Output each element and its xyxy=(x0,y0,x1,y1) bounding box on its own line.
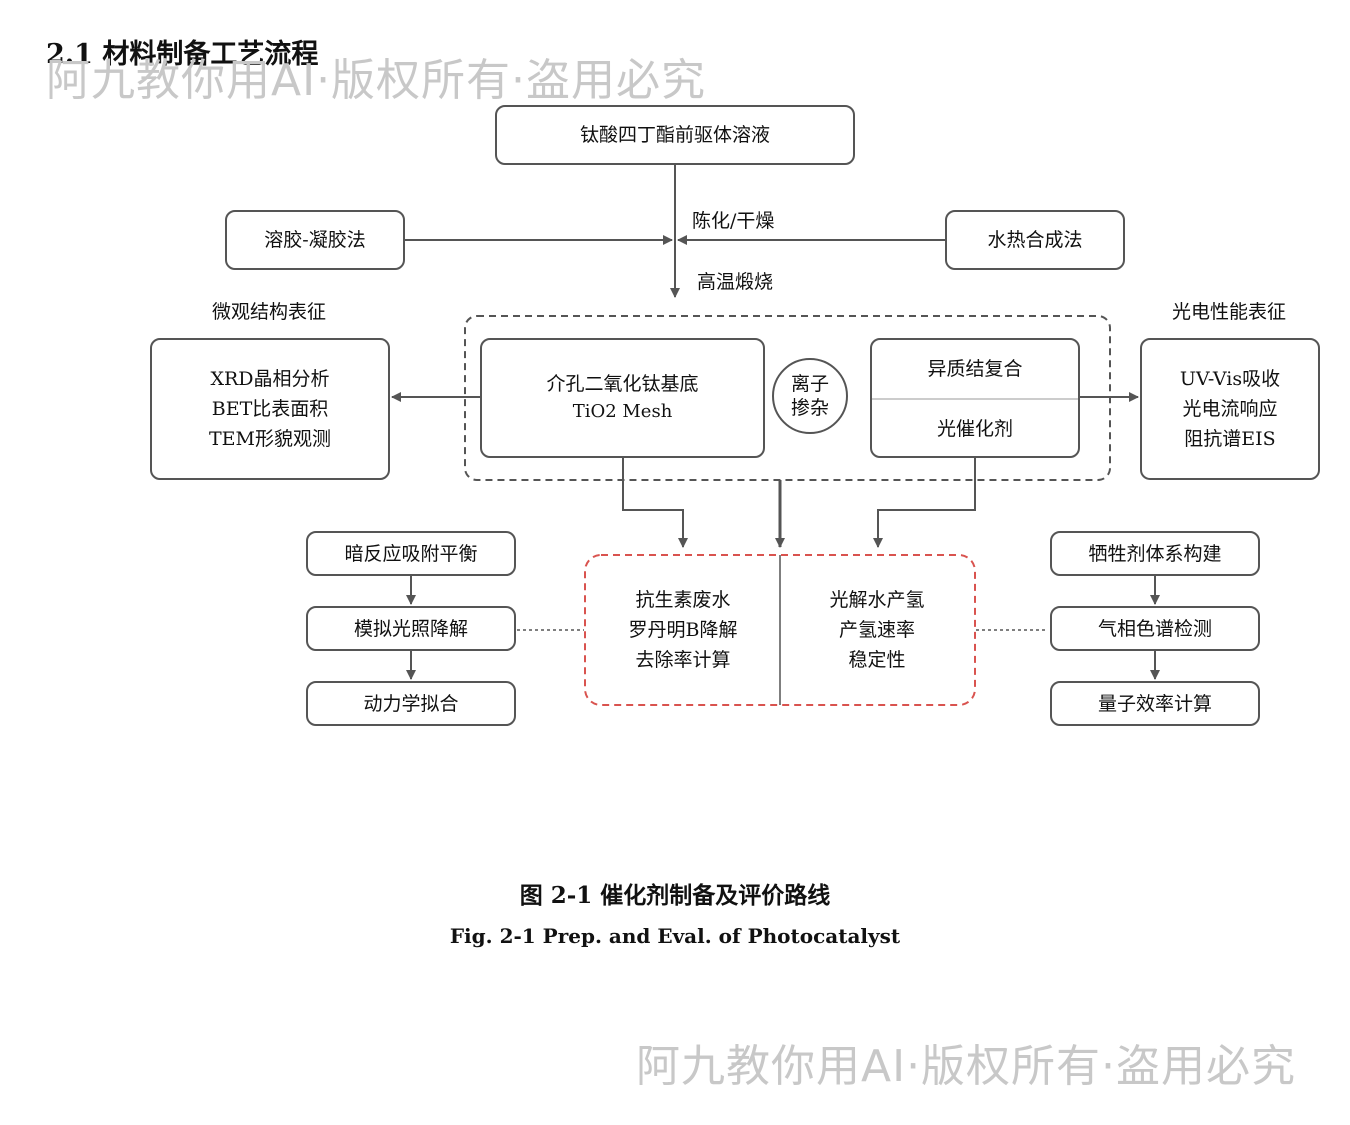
degrade-step-box: 模拟光照降解 xyxy=(306,606,516,651)
h2-step-label: 量子效率计算 xyxy=(1097,692,1212,715)
optoelec-characterization-box: UV-Vis吸收 光电流响应 阻抗谱EIS xyxy=(1140,338,1320,480)
hetero-divider xyxy=(872,398,1078,400)
hetero-bottom-label: 光催化剂 xyxy=(936,418,1013,440)
h2-step-box: 量子效率计算 xyxy=(1050,681,1260,726)
figure-caption-en: Fig. 2-1 Prep. and Eval. of Photocatalys… xyxy=(449,924,901,948)
degrade-center-item: 去除率计算 xyxy=(635,649,731,671)
figure-caption-cn: 图 2-1 催化剂制备及评价路线 xyxy=(519,882,831,909)
optoelec-item: 光电流响应 xyxy=(1182,398,1278,420)
heterojunction-box: 异质结复合 光催化剂 xyxy=(870,338,1080,458)
degrade-step-box: 暗反应吸附平衡 xyxy=(306,531,516,576)
optoelec-item: 阻抗谱EIS xyxy=(1184,428,1276,450)
doping-label-1: 离子 xyxy=(790,373,829,395)
h2-center-item: 光解水产氢 xyxy=(829,589,925,611)
h2-step-label: 牺牲剂体系构建 xyxy=(1088,542,1222,565)
hydrogen-application-cell: 光解水产氢 产氢速率 稳定性 xyxy=(781,557,973,703)
h2-step-box: 气相色谱检测 xyxy=(1050,606,1260,651)
hydrothermal-box: 水热合成法 xyxy=(945,210,1125,270)
hetero-top-label: 异质结复合 xyxy=(927,358,1023,380)
hetero-to-app-arrow xyxy=(873,458,976,548)
micro-characterization-box: XRD晶相分析 BET比表面积 TEM形貌观测 xyxy=(150,338,390,480)
degrade-step-label: 模拟光照降解 xyxy=(353,617,468,640)
h2-center-item: 产氢速率 xyxy=(838,619,915,641)
degrade-center-item: 罗丹明B降解 xyxy=(628,619,738,641)
watermark-top: 阿九教你用AI·版权所有·盗用必究 xyxy=(46,55,707,106)
degrade-center-item: 抗生素废水 xyxy=(635,589,731,611)
h2-step-label: 气相色谱检测 xyxy=(1097,617,1212,640)
section-title: 2.1 材料制备工艺流程 xyxy=(46,39,319,70)
substrate-box: 介孔二氧化钛基底 TiO2 Mesh xyxy=(480,338,765,458)
hydrothermal-label: 水热合成法 xyxy=(987,229,1083,251)
optoelec-item: UV-Vis吸收 xyxy=(1179,368,1281,390)
substrate-label: 介孔二氧化钛基底 xyxy=(546,373,699,395)
micro-item: XRD晶相分析 xyxy=(210,368,330,390)
micro-item: TEM形貌观测 xyxy=(209,428,331,450)
h2-step-box: 牺牲剂体系构建 xyxy=(1050,531,1260,576)
hetero-top-cell: 异质结复合 xyxy=(872,340,1078,398)
micro-item: BET比表面积 xyxy=(211,398,329,420)
optoelec-title: 光电性能表征 xyxy=(1172,301,1287,323)
precursor-box: 钛酸四丁酯前驱体溶液 xyxy=(495,105,855,165)
degradation-application-cell: 抗生素废水 罗丹明B降解 去除率计算 xyxy=(587,557,779,703)
sol-gel-label: 溶胶-凝胶法 xyxy=(264,229,366,251)
substrate-to-app-arrow xyxy=(622,458,688,548)
calcination-label: 高温煅烧 xyxy=(697,271,774,293)
watermark-bottom: 阿九教你用AI·版权所有·盗用必究 xyxy=(636,1041,1297,1092)
doping-label-2: 掺杂 xyxy=(790,397,829,419)
h2-center-item: 稳定性 xyxy=(848,649,906,671)
aging-label: 陈化/干燥 xyxy=(692,210,775,232)
degrade-step-label: 暗反应吸附平衡 xyxy=(344,542,478,565)
substrate-sublabel: TiO2 Mesh xyxy=(572,401,673,422)
precursor-label: 钛酸四丁酯前驱体溶液 xyxy=(579,124,770,146)
degrade-step-box: 动力学拟合 xyxy=(306,681,516,726)
micro-title: 微观结构表征 xyxy=(212,301,327,323)
degrade-step-label: 动力学拟合 xyxy=(363,692,459,715)
doping-circle: 离子 掺杂 xyxy=(772,358,848,434)
hetero-bottom-cell: 光催化剂 xyxy=(872,400,1078,458)
sol-gel-box: 溶胶-凝胶法 xyxy=(225,210,405,270)
